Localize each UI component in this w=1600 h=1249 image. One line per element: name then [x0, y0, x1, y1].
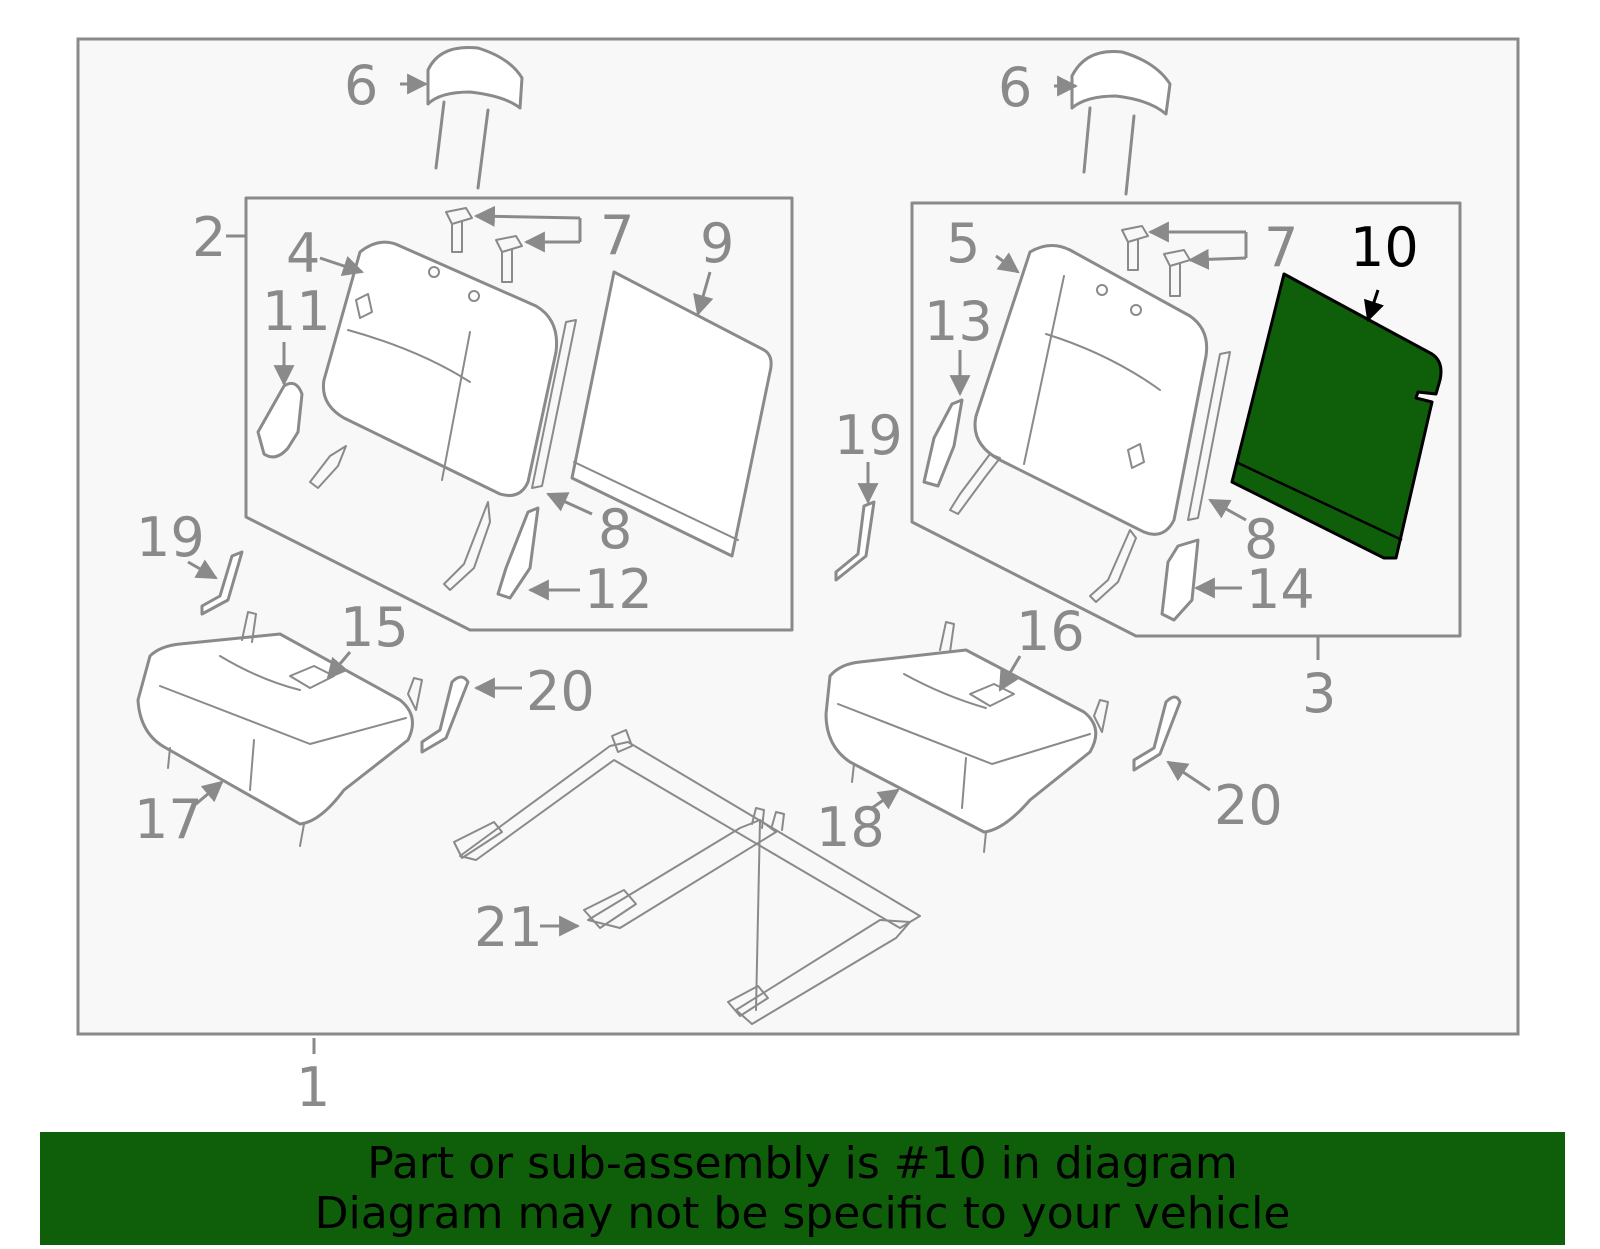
callout-13: 13: [924, 290, 993, 353]
callout-19-right: 19: [834, 404, 903, 467]
seat-base-frame: [453, 729, 921, 1025]
banner-line-2: Diagram may not be specific to your vehi…: [314, 1187, 1291, 1239]
callout-9: 9: [700, 212, 734, 275]
callout-8-left: 8: [598, 498, 632, 561]
callout-8-right: 8: [1244, 508, 1278, 571]
callout-19-left: 19: [136, 506, 205, 569]
highlighted-part-10: [1230, 272, 1443, 560]
callout-2: 2: [192, 206, 226, 269]
callout-6-left: 6: [344, 54, 378, 117]
banner-line-1: Part or sub-assembly is #10 in diagram: [367, 1137, 1238, 1189]
parts-diagram: 1 2 3 4 5 6 6 7 7 8 8 9 10 11 12 13 14 1…: [76, 37, 1520, 1110]
bracket-12: [496, 506, 540, 600]
callout-1: 1: [296, 1056, 330, 1110]
info-banner: Part or sub-assembly is #10 in diagram D…: [40, 1132, 1565, 1245]
cover-20-right: [1132, 695, 1182, 772]
assembly-frame: [76, 37, 1520, 1036]
callout-6-right: 6: [998, 56, 1032, 119]
hinge-bar-left: [531, 319, 577, 489]
bracket-13: [922, 398, 964, 488]
callout-3: 3: [1302, 662, 1336, 725]
callout-18: 18: [816, 796, 885, 859]
callout-4: 4: [286, 222, 320, 285]
seatback-left: [309, 240, 559, 591]
callout-5: 5: [946, 212, 980, 275]
seatback-right: [949, 244, 1209, 603]
callout-17: 17: [134, 788, 203, 851]
headrest-guides-left: [445, 207, 523, 283]
callout-20-left: 20: [526, 660, 595, 723]
seatback-cover-left: [570, 270, 773, 558]
callout-20-right: 20: [1214, 774, 1283, 837]
callout-14: 14: [1246, 558, 1315, 621]
bracket-14: [1160, 538, 1200, 622]
cover-20-left: [420, 675, 470, 754]
hinge-bracket-19-left: [200, 550, 244, 616]
subassembly-box-3: [910, 201, 1462, 638]
subassembly-box-2: [244, 196, 794, 632]
callout-21: 21: [474, 896, 543, 959]
callout-11: 11: [262, 280, 331, 343]
hinge-bar-right: [1187, 351, 1231, 521]
headrest-right: [1070, 50, 1172, 196]
callout-15: 15: [340, 596, 409, 659]
callout-16: 16: [1016, 600, 1085, 663]
callout-12: 12: [584, 558, 653, 621]
callout-7-right: 7: [1264, 216, 1298, 279]
callout-7-left: 7: [600, 204, 634, 267]
seat-cushion-left: [136, 611, 423, 847]
headrest-left: [426, 45, 524, 190]
seat-cushion-right: [824, 621, 1109, 853]
callout-10: 10: [1350, 216, 1419, 279]
